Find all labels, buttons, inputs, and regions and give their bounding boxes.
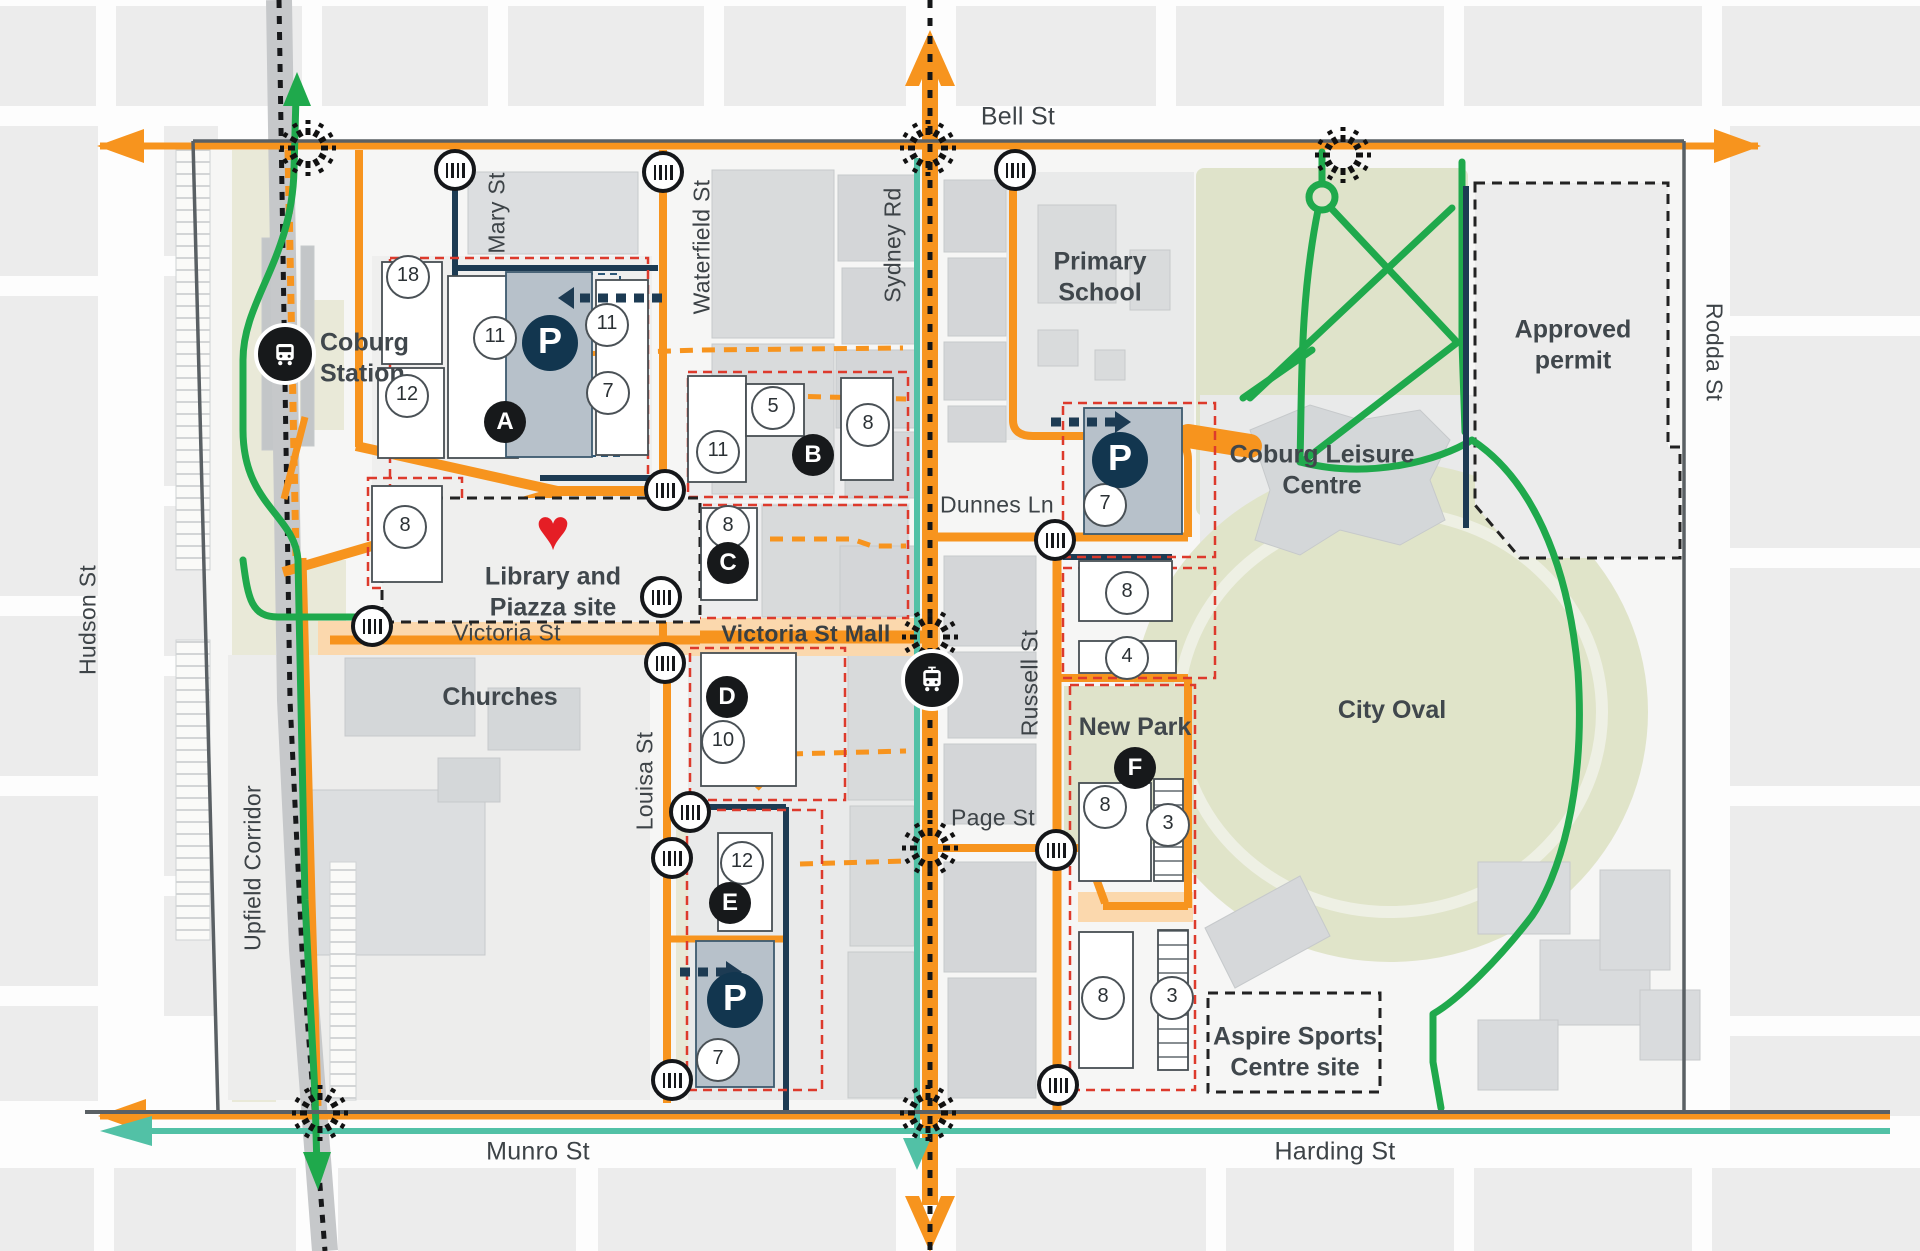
street-label-bell-st: Bell St <box>980 102 1056 131</box>
crosswalk-icon <box>669 791 711 833</box>
street-label-mary-st: Mary St <box>483 172 510 254</box>
signal-burst-icon <box>893 1078 963 1148</box>
crosswalk-icon <box>642 151 684 193</box>
building-number-circle: 7 <box>586 371 630 415</box>
place-label-line: City Oval <box>1337 695 1447 724</box>
street-label-louisa-st: Louisa St <box>631 731 658 831</box>
street-label-victoria-st-mall: Victoria St Mall <box>721 620 891 647</box>
crosswalk-icon <box>1034 519 1076 561</box>
place-label-line: Churches <box>442 682 558 711</box>
building-number-circle: 4 <box>1105 636 1149 680</box>
crosswalk-icon <box>1035 829 1077 871</box>
street-label-upfield-corridor: Upfield Corridor <box>239 785 266 951</box>
site-marker-a: A <box>484 401 526 443</box>
site-marker-f: F <box>1114 747 1156 789</box>
train-station-icon <box>254 323 316 385</box>
place-label-line: Approved <box>1514 315 1632 344</box>
place-label-line: Centre <box>1282 471 1362 499</box>
place-label-line: Piazza site <box>489 593 617 621</box>
place-label-line: Library and <box>484 562 622 591</box>
building-number-circle: 3 <box>1150 976 1194 1020</box>
site-marker-e: E <box>709 882 751 924</box>
tram-stop-icon <box>901 649 963 711</box>
place-label-line: Coburg <box>320 328 409 357</box>
site-marker-c: C <box>707 542 749 584</box>
building-number-circle: 12 <box>385 374 429 418</box>
street-label-hudson-st: Hudson St <box>74 564 101 676</box>
crosswalk-icon <box>651 837 693 879</box>
place-label-city-oval: City Oval <box>1338 695 1446 726</box>
bike-path-arrows-green <box>283 72 331 1190</box>
parking-icon: P <box>1092 432 1148 488</box>
street-label-waterfield-st: Waterfield St <box>688 179 715 315</box>
building-number-circle: 8 <box>1083 785 1127 829</box>
crosswalk-icon <box>994 149 1036 191</box>
signal-burst-icon <box>285 1078 355 1148</box>
place-label-line: Coburg Leisure <box>1229 440 1415 469</box>
site-marker-d: D <box>706 676 748 718</box>
crosswalk-icon <box>651 1059 693 1101</box>
place-label-line: permit <box>1534 346 1612 374</box>
place-label-line: Centre site <box>1230 1053 1360 1081</box>
building-number-circle: 3 <box>1146 803 1190 847</box>
street-label-harding-st: Harding St <box>1274 1137 1396 1166</box>
parking-icon: P <box>522 315 578 371</box>
signal-burst-icon <box>893 113 963 183</box>
building-number-circle: 12 <box>720 841 764 885</box>
approved-permit-parcel <box>1473 181 1682 560</box>
street-label-rodda-st: Rodda St <box>1701 302 1728 402</box>
building-number-circle: 8 <box>1105 571 1149 615</box>
street-label-page-st: Page St <box>951 804 1035 831</box>
place-label-line: Primary <box>1053 247 1147 276</box>
street-label-munro-st: Munro St <box>486 1137 590 1166</box>
building-number-circle: 11 <box>473 316 517 360</box>
building-number-circle: 10 <box>701 720 745 764</box>
street-label-dunnes-ln: Dunnes Ln <box>940 491 1054 518</box>
building-number-circle: 7 <box>1083 483 1127 527</box>
place-label-line: School <box>1058 278 1142 306</box>
route-arrows-teal <box>100 1116 931 1170</box>
street-label-sydney-rd: Sydney Rd <box>879 187 906 303</box>
building-number-circle: 8 <box>383 505 427 549</box>
heart-icon: ♥ <box>535 497 571 563</box>
parking-icon: P <box>707 972 763 1028</box>
place-label-new-park: New Park <box>1079 712 1192 743</box>
building-number-circle: 8 <box>1081 976 1125 1020</box>
building-number-circle: 11 <box>696 430 740 474</box>
crosswalk-icon <box>644 469 686 511</box>
place-label-line: New Park <box>1078 712 1192 741</box>
building-number-circle: 11 <box>585 303 629 347</box>
bike-paths-green <box>239 92 1583 1172</box>
crosswalk-icon <box>434 149 476 191</box>
crosswalk-icon <box>644 642 686 684</box>
signal-burst-icon <box>1308 120 1378 190</box>
street-label-russell-st: Russell St <box>1016 629 1043 737</box>
study-boundary <box>85 139 1890 1114</box>
building-number-circle: 7 <box>696 1038 740 1082</box>
site-marker-b: B <box>792 434 834 476</box>
signal-burst-icon <box>895 813 965 883</box>
crosswalk-icon <box>1037 1064 1079 1106</box>
building-number-circle: 5 <box>751 386 795 430</box>
street-label-victoria-st: Victoria St <box>453 619 561 646</box>
place-label-line: Aspire Sports <box>1213 1022 1377 1051</box>
crosswalk-icon <box>640 576 682 618</box>
building-number-circle: 8 <box>846 403 890 447</box>
place-label-churches: Churches <box>442 682 557 713</box>
signal-burst-icon <box>273 113 343 183</box>
building-number-circle: 18 <box>386 255 430 299</box>
crosswalk-icon <box>351 605 393 647</box>
